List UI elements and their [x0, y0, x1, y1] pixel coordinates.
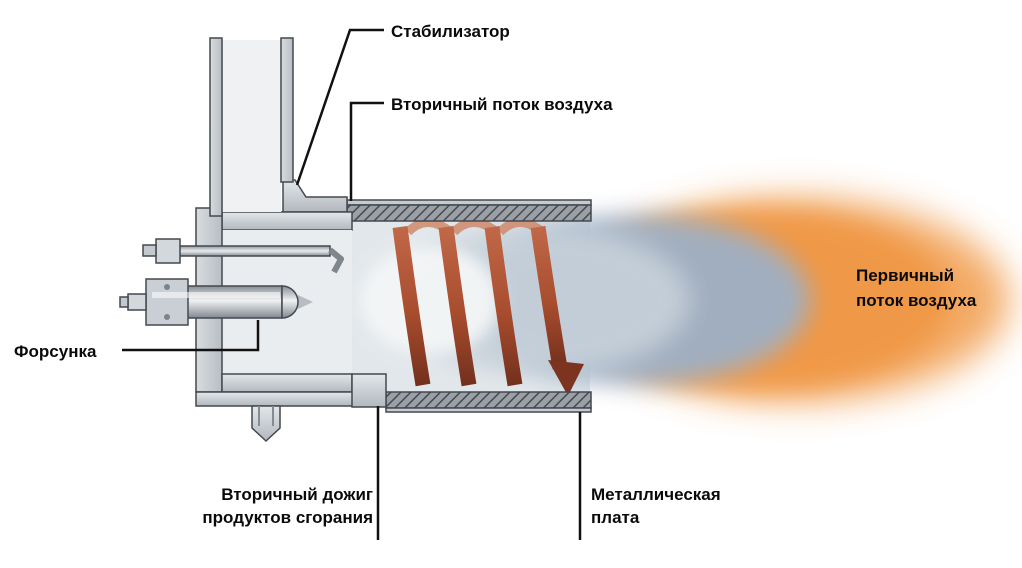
pipe-right-wall: [280, 37, 294, 183]
housing-bottom-ledge: [221, 373, 353, 393]
housing-bottom-plate: [195, 391, 355, 407]
bolt-head: [164, 284, 170, 290]
label-secondary-air: Вторичный поток воздуха: [391, 95, 613, 114]
rod-clamp: [155, 238, 181, 264]
secondary-air-leader: [349, 101, 384, 201]
igniter-tip: [328, 247, 344, 274]
injector-assembly: [119, 238, 344, 326]
stabilizer-lip: [282, 179, 348, 213]
label-afterburn-line1: Вторичный дожиг: [221, 485, 373, 504]
label-stabilizer: Стабилизатор: [391, 22, 510, 41]
housing-top-ledge: [221, 211, 353, 231]
label-afterburn-line2: продуктов сгорания: [202, 508, 373, 527]
nozzle-leader: [122, 320, 260, 352]
housing-step-to-chamber: [351, 373, 387, 408]
coil-band: [530, 225, 568, 370]
label-primary-air-line1: Первичный: [856, 266, 954, 285]
nozzle-tip: [298, 295, 313, 309]
rod-clamp-bolt: [142, 244, 157, 257]
nozzle-glow: [360, 245, 500, 355]
nozzle-highlight: [152, 292, 280, 298]
mount-bolt-tip: [119, 296, 129, 308]
chamber-bottom-wall-metal-plate: [385, 391, 592, 409]
pipe-left-wall: [209, 37, 223, 217]
label-nozzle: Форсунка: [14, 342, 97, 361]
drain-stub-pipe: [251, 405, 281, 443]
chamber-bottom-lip: [385, 407, 592, 413]
labels: Стабилизатор Вторичный поток воздуха Пер…: [14, 22, 977, 527]
label-metal-plate-line1: Металлическая: [591, 485, 721, 504]
swirl-coil: [392, 218, 584, 396]
coil-band: [484, 226, 523, 387]
chamber-top-wall: [346, 204, 592, 222]
label-metal-plate-line2: плата: [591, 508, 640, 527]
bolt-head: [164, 314, 170, 320]
leader-lines: [122, 28, 582, 540]
pipe-channel: [222, 40, 281, 212]
air-pipe: [209, 37, 294, 217]
igniter-rod: [165, 245, 331, 257]
stabilizer-leader: [295, 28, 384, 186]
coil-band: [438, 226, 477, 387]
drain-stub-walls: [258, 406, 274, 426]
flow-arrowhead: [548, 360, 584, 396]
coil-band: [392, 226, 431, 387]
mount-bolt: [127, 293, 147, 311]
nozzle-cap: [281, 285, 299, 319]
label-primary-air-line2: поток воздуха: [856, 291, 977, 310]
